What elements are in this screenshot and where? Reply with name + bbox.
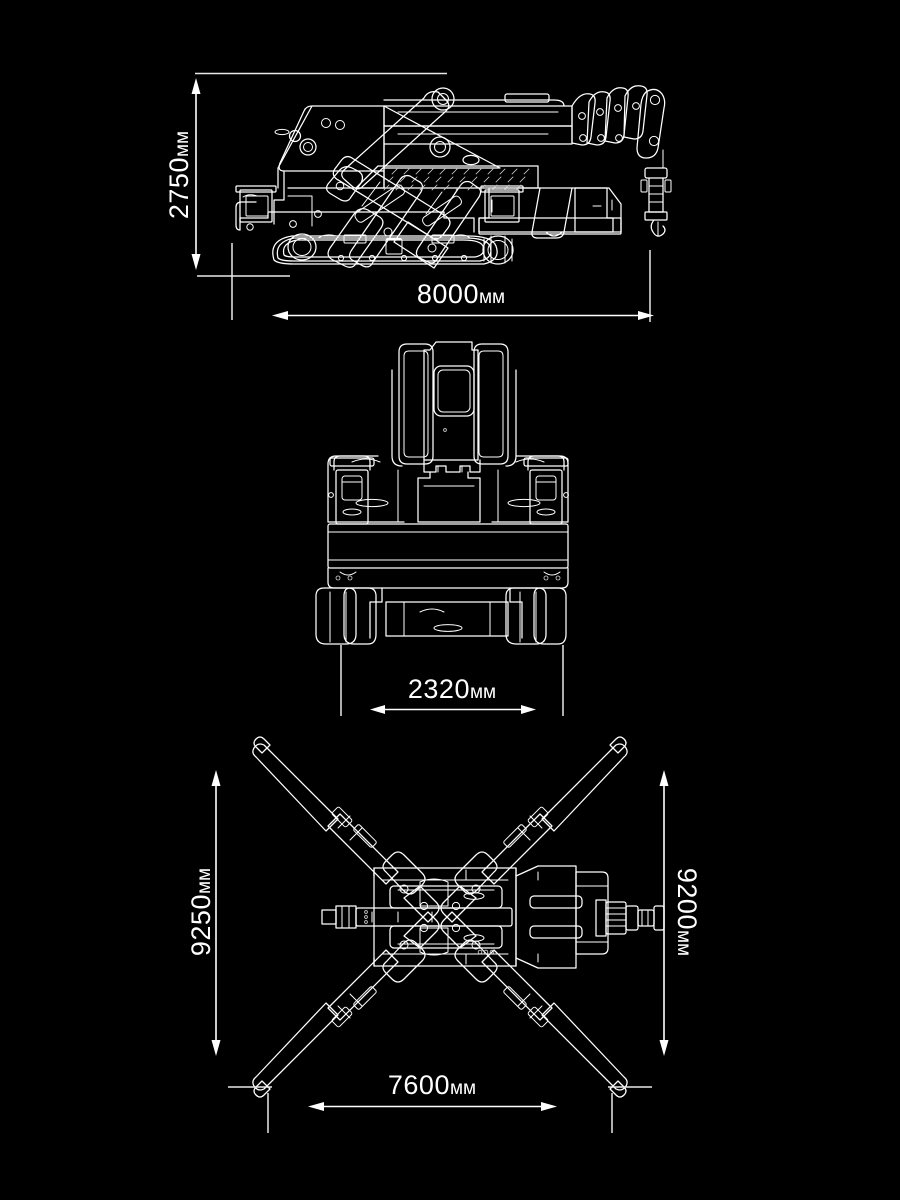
engine-deck [478, 187, 622, 239]
boom-plan [321, 885, 513, 949]
side-elevation-view [191, 72, 672, 322]
dimension-line-7600 [308, 1102, 557, 1111]
dimension-label-2320: 2320мм [408, 674, 496, 704]
dimension-label-8000: 8000мм [417, 279, 505, 309]
cab-box [417, 341, 481, 523]
dimension-line-2750 [191, 78, 201, 270]
dimension-line-9200 [659, 770, 669, 1056]
dimension-label-9200: 9200мм [672, 868, 702, 956]
dimension-label-9250: 9250мм [186, 868, 216, 956]
mast-columns [391, 343, 517, 467]
hydraulic-cylinders [332, 155, 482, 268]
hook-block [640, 167, 672, 237]
crane-plan-geometry [252, 736, 665, 1098]
deck-beam [327, 523, 569, 589]
crane-side-geometry [235, 85, 672, 269]
plan-view [211, 736, 669, 1133]
outrigger-leg-upper-left [252, 736, 440, 923]
dimension-line-9250 [211, 770, 221, 1056]
jib-assembly [327, 208, 449, 269]
dimension-line-8000 [272, 311, 654, 320]
hook-tip-plan [595, 899, 665, 937]
outrigger-stowed-front [235, 185, 277, 223]
lower-frame-front [369, 587, 523, 639]
crane-front-geometry [315, 341, 569, 645]
front-elevation-view [315, 341, 569, 716]
crawler-tracks-front [315, 587, 567, 645]
engine-block-plan [515, 865, 609, 969]
outrigger-leg-lower-right [440, 911, 628, 1098]
dimension-line-2320 [370, 705, 536, 714]
boom-tip-sections [571, 85, 666, 159]
upper-plates-plan [419, 869, 495, 965]
crawler-track [272, 233, 514, 265]
dimension-label-7600: 7600мм [388, 1070, 476, 1100]
outrigger-stowed-rear [480, 185, 524, 223]
outrigger-leg-lower-left [252, 911, 440, 1098]
dimension-label-2750: 2750мм [164, 131, 194, 219]
lift-cylinder [325, 87, 455, 202]
